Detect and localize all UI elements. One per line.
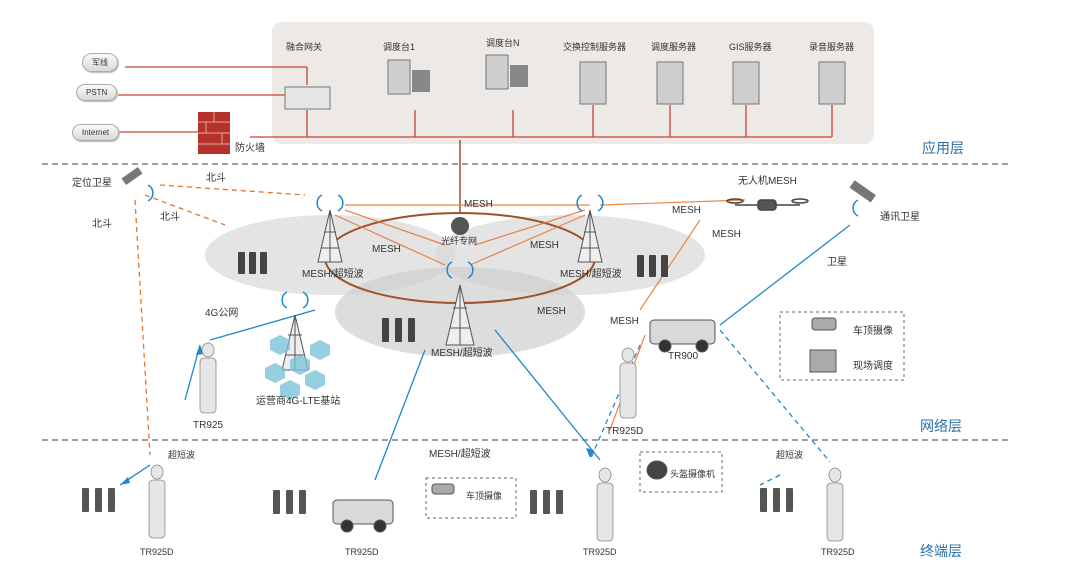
layer-network-label: 网络层	[920, 418, 962, 434]
tr925d-label-4: TR925D	[821, 547, 855, 557]
mesh-label-top: MESH	[464, 199, 493, 210]
vehicle-terminal	[332, 499, 394, 533]
gateway-icon	[284, 86, 331, 110]
camera-icons	[431, 317, 837, 495]
beidou-links	[134, 184, 306, 456]
app-bus	[118, 66, 833, 138]
lte-hex-cluster	[265, 335, 330, 400]
server-icons	[579, 61, 846, 105]
helmet-cam-panel	[639, 451, 723, 493]
military-line-node: 军线	[82, 53, 118, 72]
beidou-label-1: 北斗	[206, 173, 226, 184]
drone-icon	[726, 198, 809, 211]
server-label-switch: 交换控制服务器	[563, 42, 627, 52]
mesh-links	[334, 199, 746, 431]
mesh-label-drone: MESH	[672, 205, 701, 216]
tr925d-label-3: TR925D	[583, 547, 617, 557]
tower-right	[577, 209, 603, 263]
layer-app-label: 应用层	[922, 140, 964, 156]
firewall-label: 防火墙	[235, 143, 265, 154]
tr925d-label-1: TR925D	[140, 547, 174, 557]
radio-cluster-right	[637, 255, 668, 277]
beidou-label-3: 北斗	[92, 219, 112, 230]
lte-station-label: 运营商4G-LTE基站	[256, 396, 341, 407]
satellite-position	[121, 166, 143, 186]
tr900-label: TR900	[668, 351, 699, 362]
pstn-node: PSTN	[76, 84, 118, 101]
fiber-label: 光纤专网	[441, 236, 478, 246]
server-label-gateway: 融合网关	[286, 42, 323, 52]
firewall-icon	[198, 112, 230, 154]
positioning-satellite-label: 定位卫星	[72, 178, 112, 189]
roof-camera-label-network: 车顶摄像	[853, 326, 893, 337]
server-label-recording: 录音服务器	[809, 42, 855, 52]
mesh-label-bottom: MESH	[537, 306, 566, 317]
mesh-label-vehicle: MESH	[712, 229, 741, 240]
comm-satellite-label: 通讯卫星	[880, 212, 920, 223]
roof-cam-panel-terminal	[425, 477, 517, 519]
radio-cluster-center	[382, 318, 415, 342]
field-dispatch-label: 现场调度	[853, 361, 893, 372]
tower-left	[317, 209, 343, 263]
mesh-label-right: MESH	[530, 240, 559, 251]
tower-center-label: MESH/超短波	[431, 348, 493, 359]
beidou-label-2: 北斗	[160, 212, 180, 223]
console-1-icon	[387, 59, 430, 95]
radio-cluster-terminal	[82, 488, 793, 514]
radio-cluster-left	[238, 252, 267, 274]
server-label-dispatch: 调度服务器	[651, 42, 697, 52]
internet-node: Internet	[72, 124, 120, 141]
signal-arcs	[147, 184, 859, 309]
fiber-hub-icon	[451, 217, 469, 235]
console-n-icon	[485, 54, 528, 90]
tower-center	[445, 284, 475, 346]
roof-camera-label-terminal: 车顶摄像	[466, 491, 503, 501]
mesh-shortwave-terminal-label: MESH/超短波	[429, 449, 491, 460]
helmet-camera-label: 头盔摄像机	[670, 469, 716, 479]
satellite-comm	[849, 180, 876, 203]
tower-left-label: MESH/超短波	[302, 269, 364, 280]
layer-terminal-label: 终端层	[920, 543, 962, 559]
tr925d-label-2: TR925D	[345, 547, 379, 557]
tr925d-network-label: TR925D	[606, 426, 644, 437]
server-label-consolen: 调度台N	[486, 38, 520, 48]
shortwave-label-left: 超短波	[168, 450, 196, 460]
server-label-gis: GIS服务器	[729, 42, 772, 52]
server-label-console1: 调度台1	[383, 42, 416, 52]
tower-right-label: MESH/超短波	[560, 269, 622, 280]
tr925-label: TR925	[193, 420, 224, 431]
vehicle-tr900	[649, 319, 716, 353]
satellite-link-label: 卫星	[827, 257, 847, 268]
mesh-label-tr900: MESH	[610, 316, 639, 327]
person-figures	[148, 342, 844, 542]
mesh-label-left: MESH	[372, 244, 401, 255]
shortwave-label-right: 超短波	[776, 450, 804, 460]
drone-label: 无人机MESH	[738, 176, 797, 187]
arrowheads	[120, 345, 594, 485]
roof-cam-panel-network	[779, 311, 905, 381]
public-4g-label: 4G公网	[205, 308, 239, 319]
application-layer-panel	[272, 22, 874, 144]
